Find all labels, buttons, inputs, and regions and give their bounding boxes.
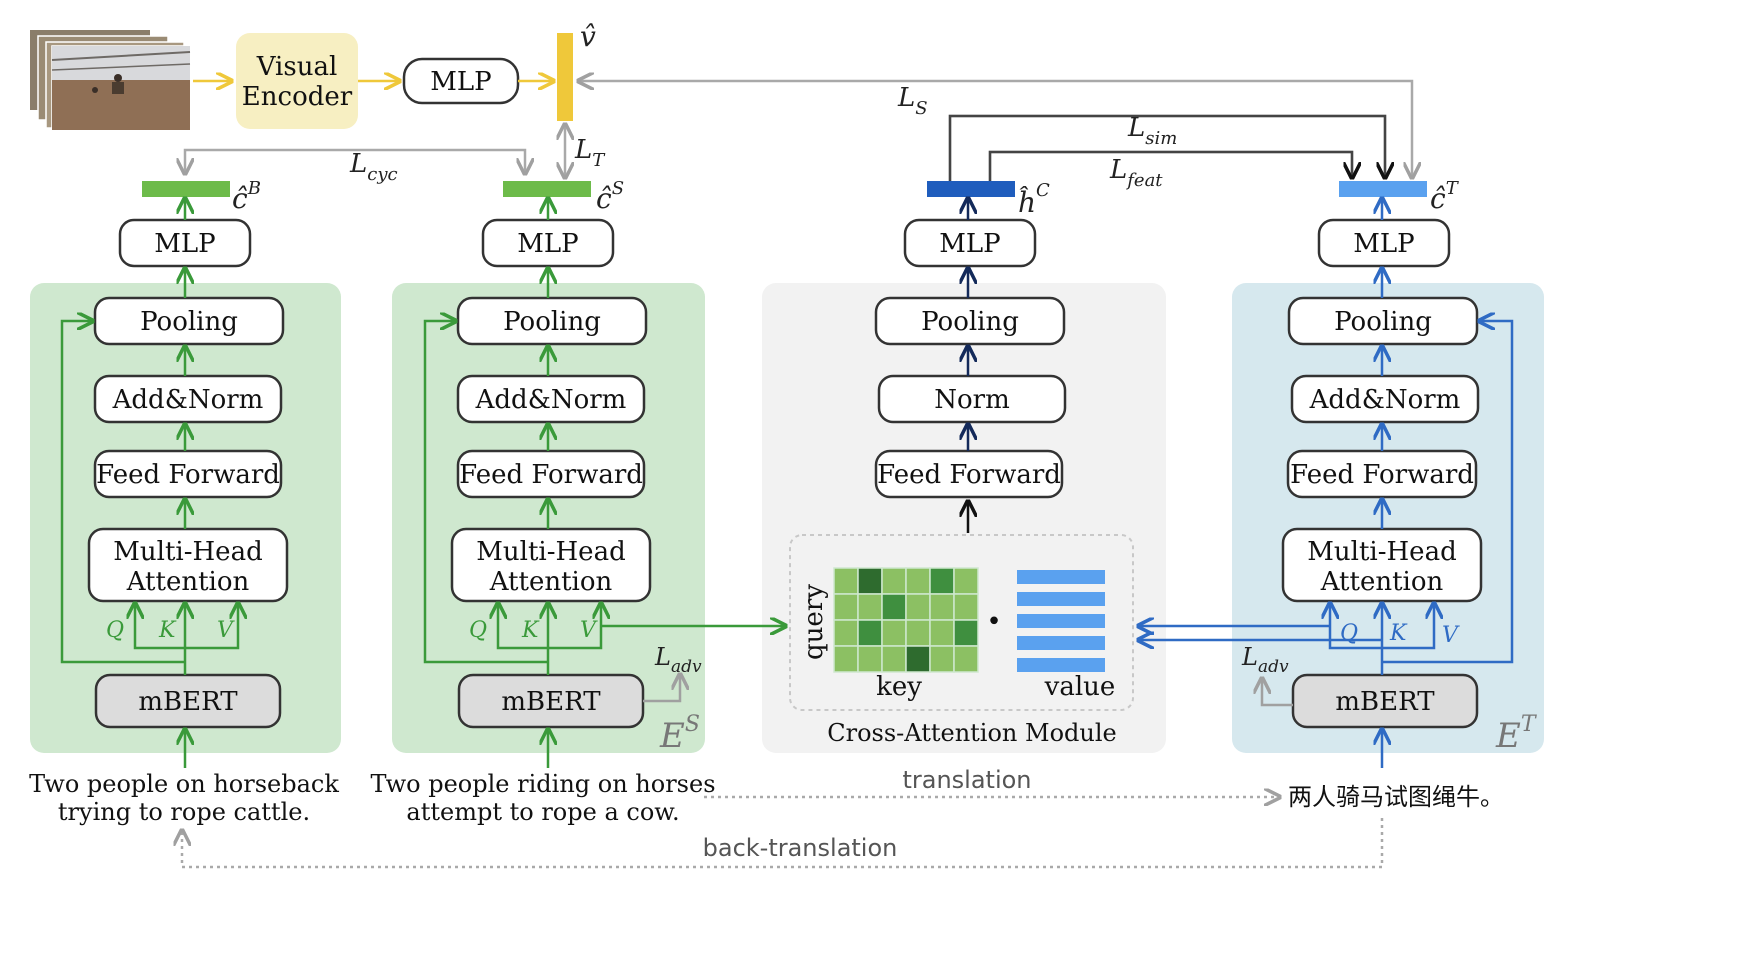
loss-t-label: LT [574,135,606,171]
input-s-line2: attempt to rope a cow. [406,798,679,826]
l-adv-t-label: Ladv [1241,643,1289,677]
v-t-label: V [1442,623,1460,648]
mlp-b-label: MLP [154,229,215,259]
mbert-t-label: mBERT [1335,687,1435,717]
mha-b-label-2: Attention [126,567,250,597]
loss-s-label: LS [897,83,928,119]
l-adv-s-arrow [643,676,680,703]
mbert-b-box [94,673,282,729]
l-adv-s-label: Ladv [654,643,702,677]
mha-b-label-1: Multi-Head [113,537,262,567]
branch-t: ĉT MLP Pooling Add&Norm Feed Forward Mul… [1140,178,1538,811]
addnorm-b-box [93,374,283,424]
addnorm-s-label: Add&Norm [475,385,627,415]
pooling-b-label: Pooling [140,307,238,337]
c-hat-s-label: ĉS [596,178,624,215]
input-b-line2: trying to rope cattle. [58,798,310,826]
q-t-label: Q [1340,621,1358,646]
c-hat-b-feature-bar [142,181,230,197]
addnorm-t-label: Add&Norm [1309,385,1461,415]
mlp-s-label: MLP [517,229,578,259]
v-s-label: V [580,618,598,643]
visual-encoder-box [236,33,358,129]
visual-mlp-label: MLP [430,67,491,97]
pooling-t-label: Pooling [1334,307,1432,337]
loss-feat-label: Lfeat [1109,155,1163,191]
loss-connectors-dark [948,114,1385,181]
loss-cyc-label: Lcyc [349,149,398,185]
input-b-line1: Two people on horseback [29,770,339,798]
v-hat-feature-bar [557,33,573,121]
mha-b-box [87,527,289,603]
cross-attention-inner-box [789,534,1134,711]
input-s-line1: Two people riding on horses [370,770,715,798]
ff-c-label: Feed Forward [877,460,1061,490]
encoder-t-label: ET [1495,712,1538,756]
visual-encoder-label-1: Visual [256,52,338,82]
mlp-c-label: MLP [939,229,1000,259]
q-s-label: Q [469,618,487,643]
mha-s-box [450,527,652,603]
pooling-c-box [874,296,1066,346]
mha-s-label-1: Multi-Head [476,537,625,567]
key-label: key [876,672,922,702]
value-label: value [1044,672,1116,702]
back-translation-label: back-translation [703,834,898,862]
mbert-t-box [1291,673,1479,729]
v-hat-label: v̂ [580,20,596,53]
mlp-t-box [1317,218,1451,268]
pooling-c-label: Pooling [921,307,1019,337]
translation-label: translation [902,766,1031,794]
pooling-b-box [93,296,285,346]
norm-c-label: Norm [934,385,1010,415]
branch-s: ĉS MLP Pooling Add&Norm Feed Forward Mul… [370,178,784,826]
q-b-label: Q [106,618,124,643]
mbert-b-label: mBERT [138,687,238,717]
v-b-label: V [217,618,235,643]
input-t-text: 两人骑马试图绳牛。 [1288,783,1504,811]
pooling-s-box [456,296,648,346]
ff-t-label: Feed Forward [1290,460,1474,490]
mlp-c-box [903,218,1037,268]
branch-b: ĉB MLP Pooling Add&Norm Feed Forward Mul… [29,178,339,826]
c-hat-b-label: ĉB [232,178,261,215]
ff-s-label: Feed Forward [459,460,643,490]
loss-sim-label: Lsim [1127,113,1177,149]
c-hat-t-feature-bar [1339,181,1427,197]
mha-s-label-2: Attention [489,567,613,597]
h-hat-c-feature-bar [927,181,1015,197]
k-s-label: K [521,618,540,643]
h-hat-c-label: ĥC [1018,180,1050,219]
norm-c-box [877,374,1067,424]
visual-encoder-label-2: Encoder [242,82,353,112]
mbert-s-label: mBERT [501,687,601,717]
c-hat-s-feature-bar [503,181,591,197]
k-b-label: K [158,618,177,643]
k-t-label: K [1389,621,1408,646]
mha-t-label-1: Multi-Head [1307,537,1456,567]
l-adv-t-arrow [1262,680,1293,707]
addnorm-b-label: Add&Norm [112,385,264,415]
video-frames-image [30,30,191,131]
ff-s-box [456,449,646,499]
attention-heatmap [833,567,979,673]
addnorm-s-box [456,374,646,424]
pooling-s-label: Pooling [503,307,601,337]
value-bars [1017,570,1105,672]
encoder-s-label: ES [659,712,700,756]
query-label: query [799,584,829,660]
ff-b-box [93,449,283,499]
addnorm-t-box [1290,374,1480,424]
dot-product-symbol: • [986,607,1001,637]
ff-b-label: Feed Forward [96,460,280,490]
mha-t-label-2: Attention [1320,567,1444,597]
c-hat-t-label: ĉT [1430,178,1460,215]
branch-c: ĥC MLP Pooling Norm Feed Forward [789,180,1134,747]
cross-attention-title: Cross-Attention Module [827,719,1116,747]
mlp-t-label: MLP [1353,229,1414,259]
